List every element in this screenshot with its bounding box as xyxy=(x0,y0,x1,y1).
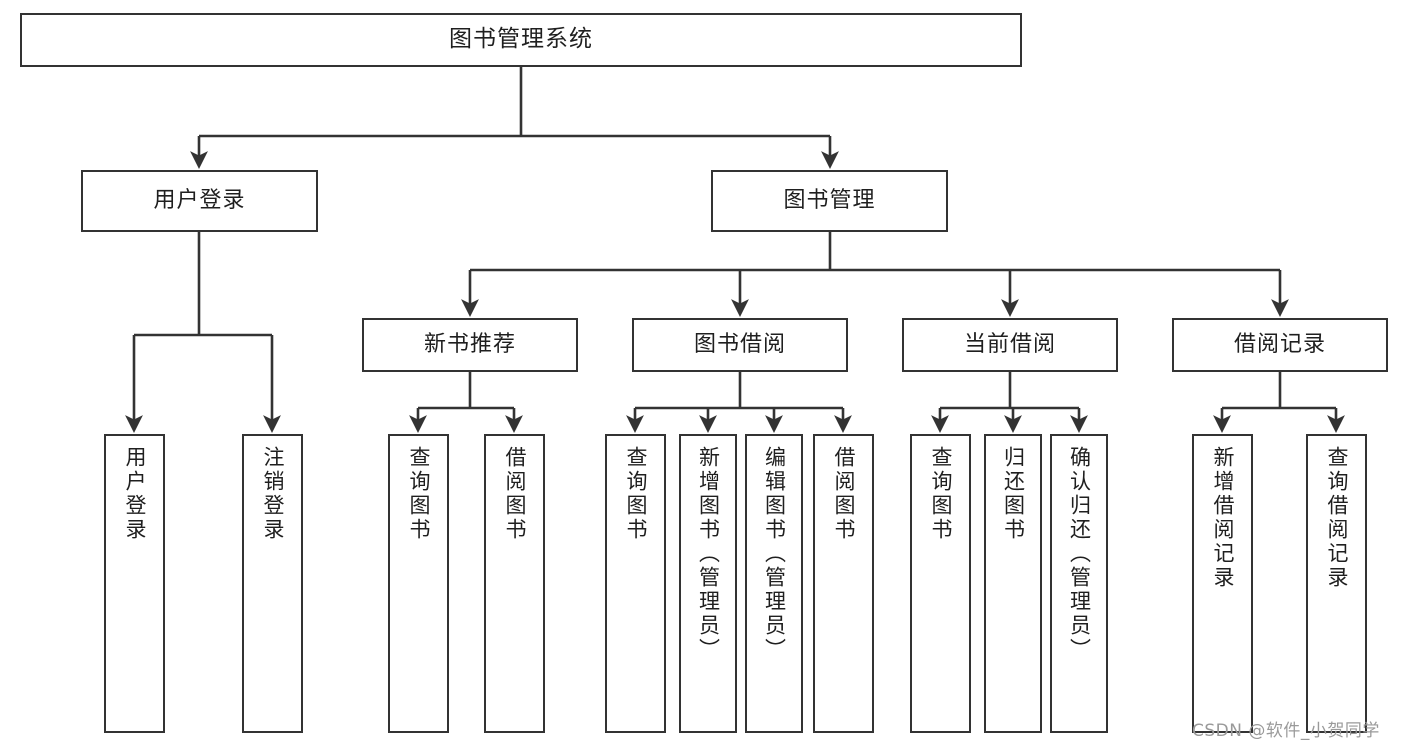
node-current-borrow[interactable]: 当前借阅 xyxy=(902,318,1118,372)
leaf-query-book-bor[interactable]: 查询图书 xyxy=(605,434,666,733)
leaf-query-book-bor-label: 查询图书 xyxy=(623,446,648,542)
leaf-add-book[interactable]: 新增图书（管理员） xyxy=(679,434,737,733)
node-new-book-rec[interactable]: 新书推荐 xyxy=(362,318,578,372)
leaf-confirm-return[interactable]: 确认归还（管理员） xyxy=(1050,434,1108,733)
leaf-return-book[interactable]: 归还图书 xyxy=(984,434,1042,733)
node-borrow-record[interactable]: 借阅记录 xyxy=(1172,318,1388,372)
leaf-query-record-label: 查询借阅记录 xyxy=(1324,446,1349,590)
leaf-query-book-cur-label: 查询图书 xyxy=(928,446,953,542)
node-new-book-rec-label: 新书推荐 xyxy=(423,331,516,357)
leaf-add-record-label: 新增借阅记录 xyxy=(1210,446,1235,590)
node-root[interactable]: 图书管理系统 xyxy=(20,13,1022,67)
leaf-borrow-book-rec-label: 借阅图书 xyxy=(502,446,527,542)
node-book-manage-label: 图书管理 xyxy=(783,187,876,213)
node-user-login[interactable]: 用户登录 xyxy=(81,170,318,232)
leaf-return-book-label: 归还图书 xyxy=(1001,446,1026,542)
leaf-borrow-book-bor[interactable]: 借阅图书 xyxy=(813,434,874,733)
leaf-user-login-label: 用户登录 xyxy=(122,446,147,542)
leaf-edit-book-label: 编辑图书（管理员） xyxy=(762,446,787,662)
leaf-query-book-cur[interactable]: 查询图书 xyxy=(910,434,971,733)
node-current-borrow-label: 当前借阅 xyxy=(963,331,1056,357)
leaf-borrow-book-bor-label: 借阅图书 xyxy=(831,446,856,542)
csdn-watermark: CSDN @软件_小贺同学 xyxy=(1192,721,1380,741)
leaf-add-book-label: 新增图书（管理员） xyxy=(696,446,721,662)
leaf-query-book-rec-label: 查询图书 xyxy=(406,446,431,542)
node-user-login-label: 用户登录 xyxy=(153,187,246,213)
leaf-query-record[interactable]: 查询借阅记录 xyxy=(1306,434,1367,733)
node-borrow-record-label: 借阅记录 xyxy=(1233,331,1326,357)
leaf-query-book-rec[interactable]: 查询图书 xyxy=(388,434,449,733)
leaf-edit-book[interactable]: 编辑图书（管理员） xyxy=(745,434,803,733)
leaf-user-login[interactable]: 用户登录 xyxy=(104,434,165,733)
leaf-borrow-book-rec[interactable]: 借阅图书 xyxy=(484,434,545,733)
leaf-add-record[interactable]: 新增借阅记录 xyxy=(1192,434,1253,733)
node-root-label: 图书管理系统 xyxy=(449,26,593,53)
node-book-borrow[interactable]: 图书借阅 xyxy=(632,318,848,372)
leaf-confirm-return-label: 确认归还（管理员） xyxy=(1067,446,1092,662)
leaf-user-logout[interactable]: 注销登录 xyxy=(242,434,303,733)
leaf-user-logout-label: 注销登录 xyxy=(260,446,285,542)
node-book-borrow-label: 图书借阅 xyxy=(693,331,786,357)
node-book-manage[interactable]: 图书管理 xyxy=(711,170,948,232)
